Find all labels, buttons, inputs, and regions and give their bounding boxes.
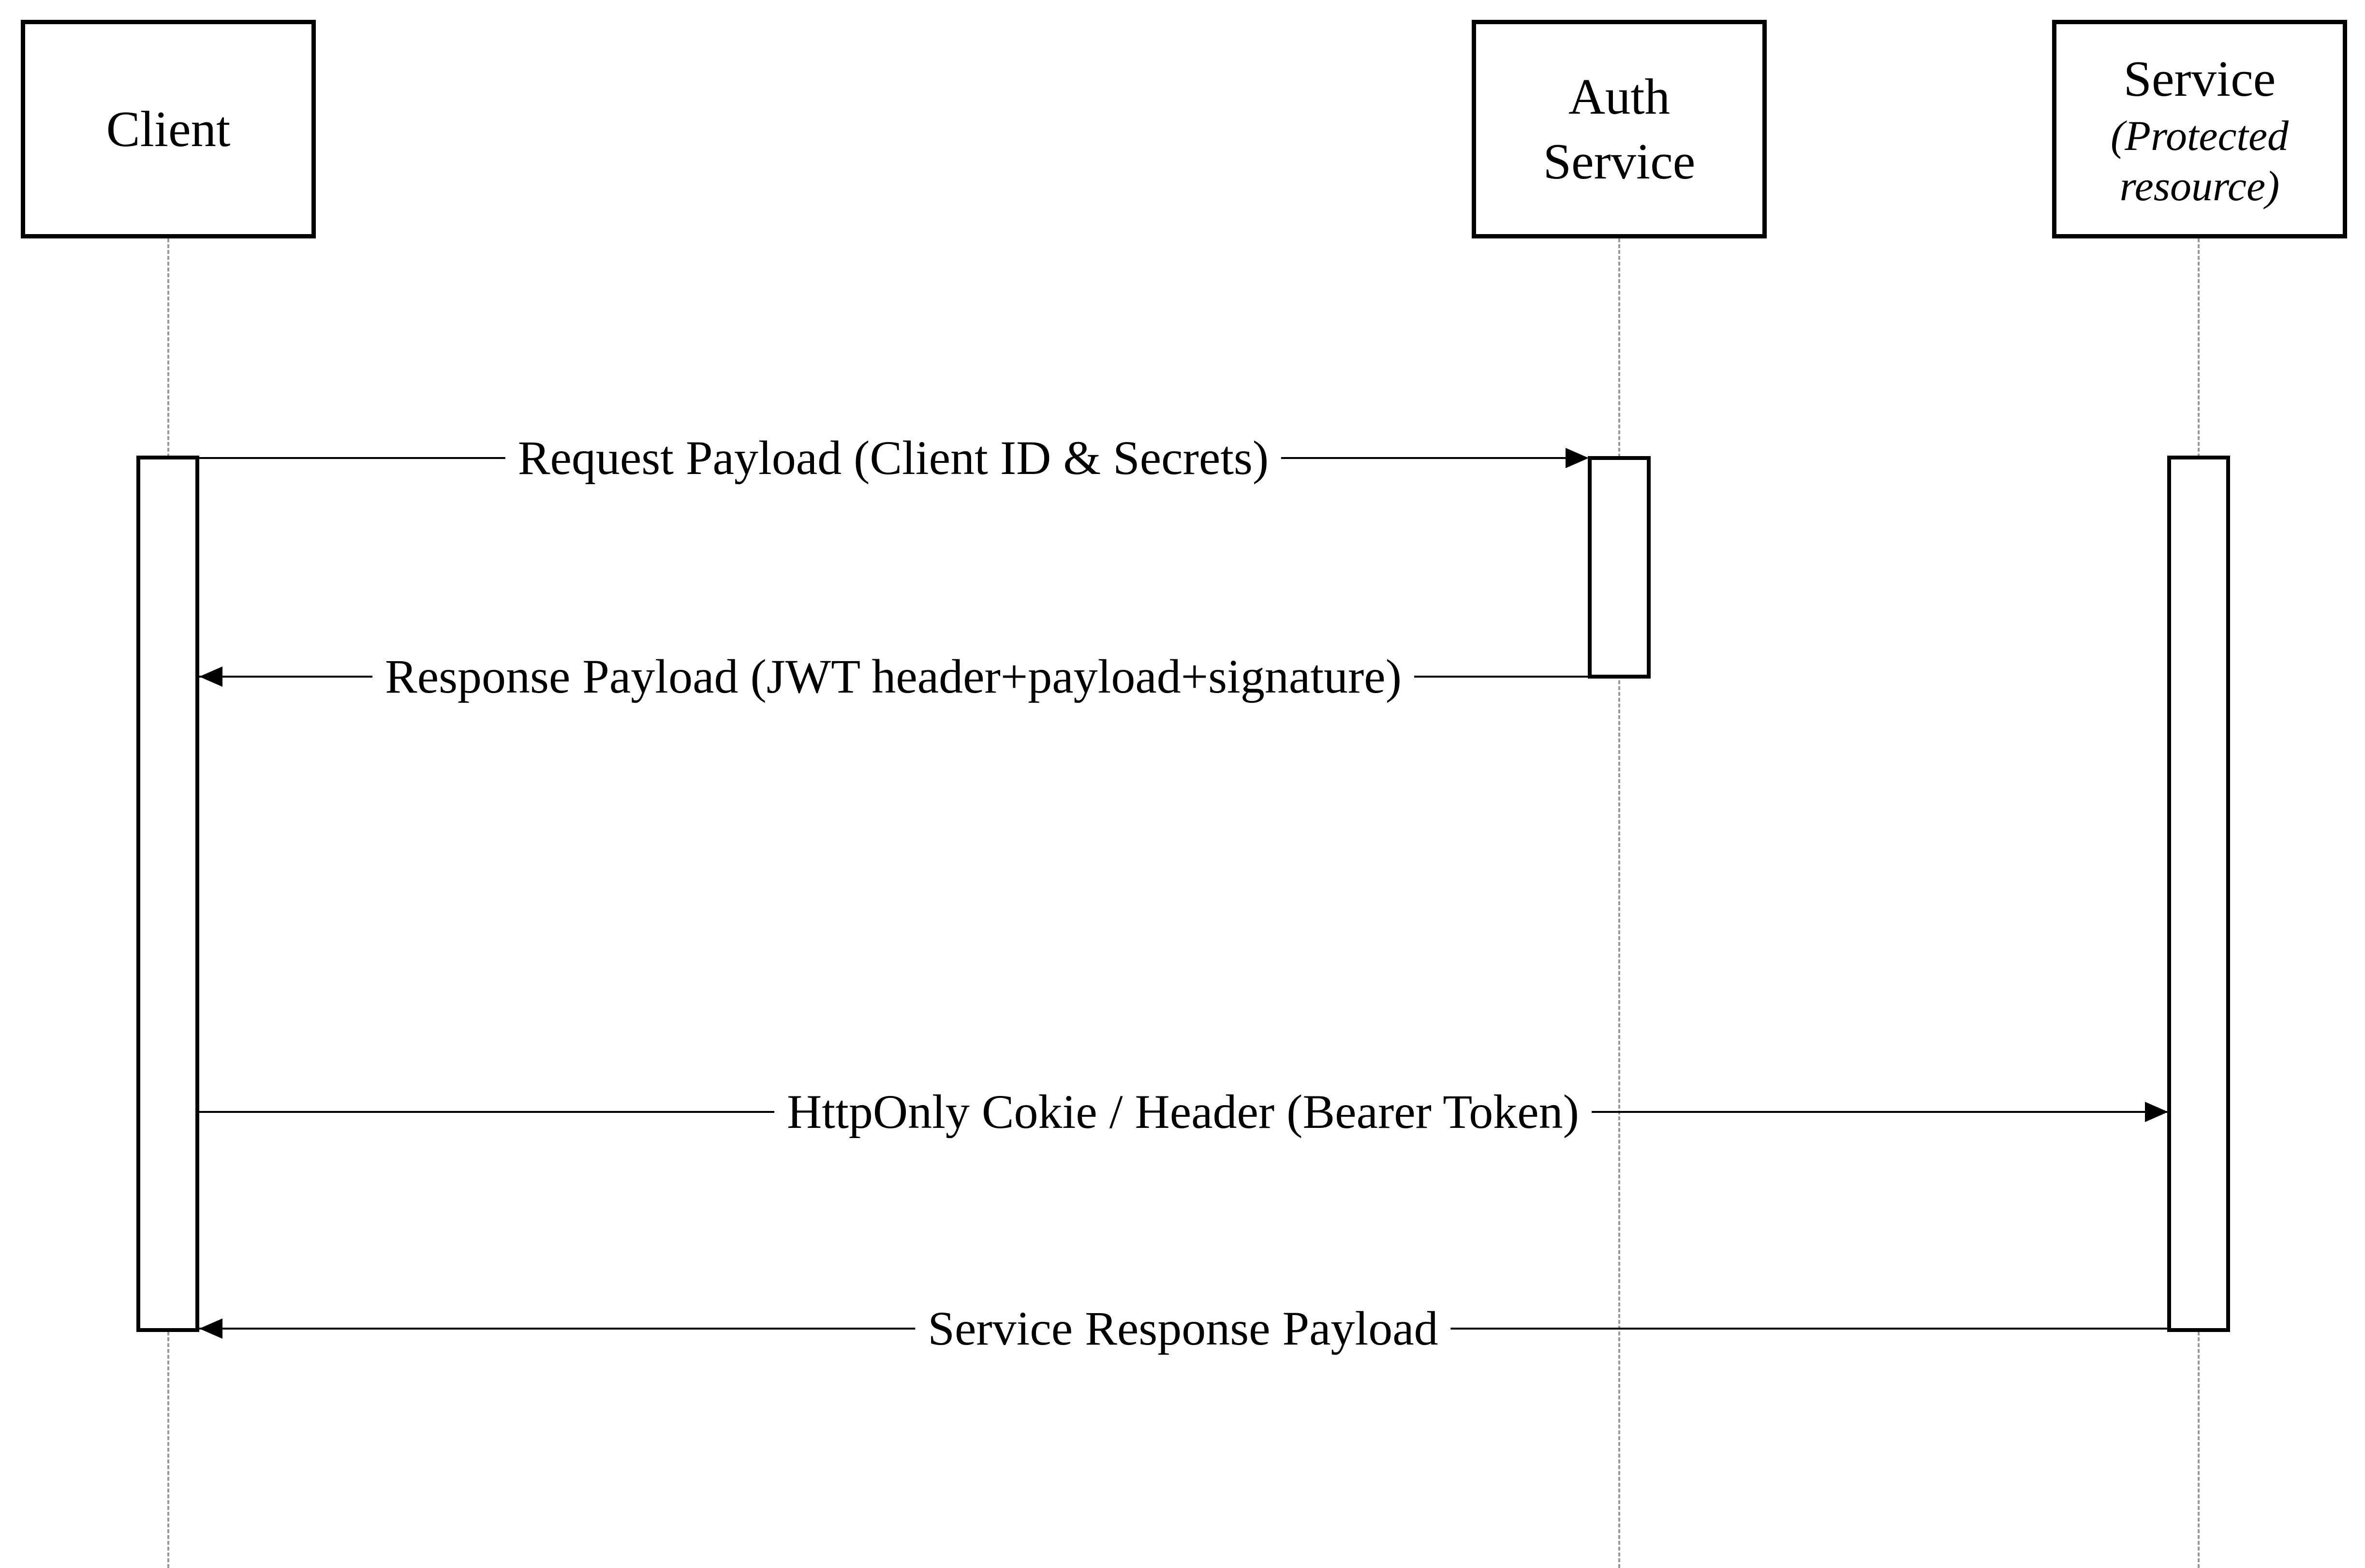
actor-client-label: Client bbox=[106, 100, 231, 157]
message-request-payload-arrowhead-icon bbox=[1566, 448, 1589, 468]
message-response-payload-arrowhead-icon bbox=[199, 666, 222, 687]
actor-service-label: Service bbox=[2123, 50, 2276, 107]
service-activation-bar bbox=[2167, 456, 2230, 1332]
message-service-response-label: Service Response Payload bbox=[915, 1302, 1451, 1355]
actor-auth-service-label-line2: Service bbox=[1543, 133, 1696, 190]
auth-service-lifeline bbox=[1618, 238, 1620, 1568]
message-service-response-arrowhead-icon bbox=[199, 1318, 222, 1339]
actor-service-subtitle-line2: resource) bbox=[2119, 163, 2280, 210]
actor-auth-service-label-line1: Auth bbox=[1568, 68, 1670, 125]
message-request-payload-label: Request Payload (Client ID & Secrets) bbox=[505, 431, 1282, 485]
client-activation-bar bbox=[136, 456, 199, 1332]
auth-service-activation-bar bbox=[1588, 456, 1651, 679]
message-bearer-token-arrowhead-icon bbox=[2145, 1102, 2168, 1122]
message-response-payload-label: Response Payload (JWT header+payload+sig… bbox=[372, 650, 1415, 703]
actor-auth-service-box: Auth Service bbox=[1472, 20, 1767, 238]
actor-client-box: Client bbox=[21, 20, 316, 238]
message-bearer-token-label: HttpOnly Cokie / Header (Bearer Token) bbox=[774, 1085, 1592, 1139]
actor-service-box: Service (Protected resource) bbox=[2052, 20, 2347, 238]
actor-service-subtitle-line1: (Protected bbox=[2110, 113, 2289, 160]
